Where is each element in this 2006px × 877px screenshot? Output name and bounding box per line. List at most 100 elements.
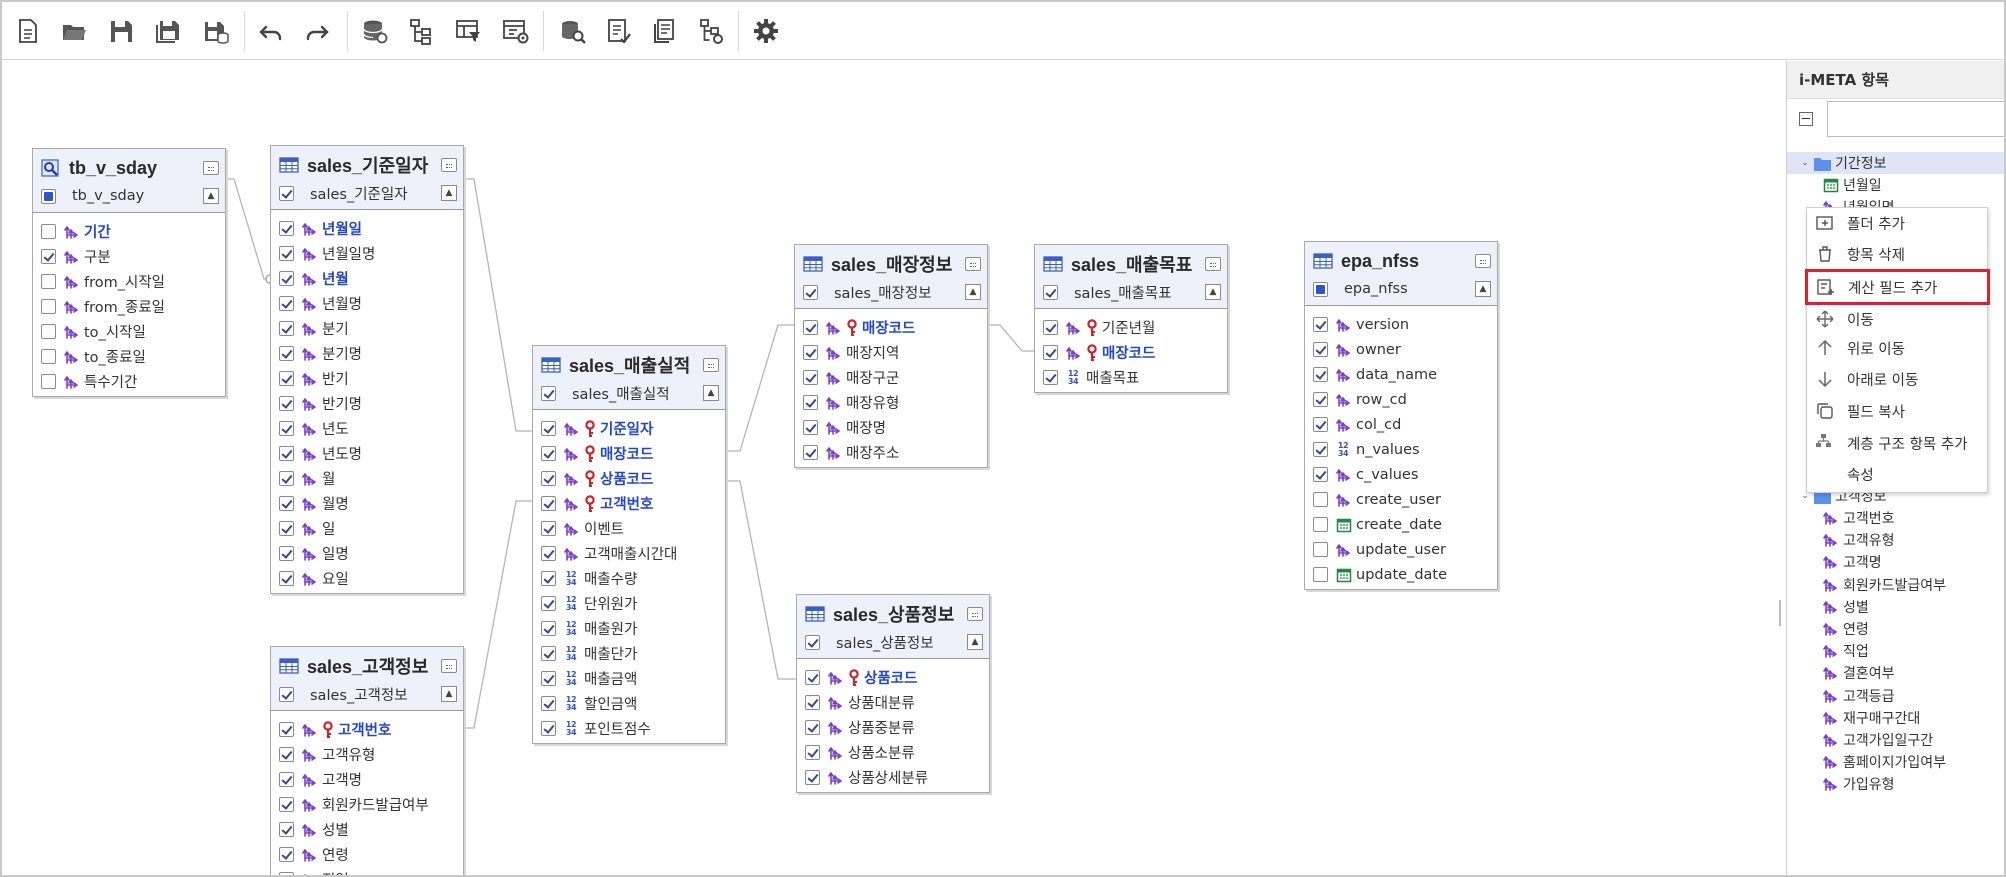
field-checkbox[interactable] xyxy=(41,349,56,364)
field-row[interactable]: 고객매출시간대 xyxy=(533,541,725,566)
field-checkbox[interactable] xyxy=(279,847,294,862)
field-row[interactable]: from_시작일 xyxy=(33,269,225,294)
tree-item[interactable]: 홈페이지가입여부 xyxy=(1787,751,2004,773)
field-checkbox[interactable] xyxy=(279,246,294,261)
field-checkbox[interactable] xyxy=(279,797,294,812)
save-button[interactable] xyxy=(103,13,139,49)
tree-item[interactable]: 결혼여부 xyxy=(1787,662,2004,684)
field-checkbox[interactable] xyxy=(1313,492,1328,507)
field-checkbox[interactable] xyxy=(279,747,294,762)
minimize-table-button[interactable] xyxy=(965,257,981,271)
field-row[interactable]: 기간 xyxy=(33,219,225,244)
report-button[interactable] xyxy=(601,13,637,49)
field-row[interactable]: update_user xyxy=(1305,537,1497,562)
field-checkbox[interactable] xyxy=(1313,317,1328,332)
undo-button[interactable] xyxy=(253,13,289,49)
table-select-checkbox[interactable] xyxy=(541,385,556,401)
field-checkbox[interactable] xyxy=(1313,342,1328,357)
save-all-button[interactable] xyxy=(197,13,233,49)
field-checkbox[interactable] xyxy=(541,696,556,711)
context-item-arrow-down[interactable]: 아래로 이동 xyxy=(1807,364,1989,394)
field-checkbox[interactable] xyxy=(1043,370,1058,385)
field-checkbox[interactable] xyxy=(541,721,556,736)
field-checkbox[interactable] xyxy=(803,445,818,460)
field-row[interactable]: create_user xyxy=(1305,487,1497,512)
field-row[interactable]: 직업 xyxy=(271,867,463,875)
field-checkbox[interactable] xyxy=(279,546,294,561)
field-checkbox[interactable] xyxy=(805,670,820,685)
field-checkbox[interactable] xyxy=(279,271,294,286)
field-checkbox[interactable] xyxy=(279,772,294,787)
field-checkbox[interactable] xyxy=(279,321,294,336)
field-row[interactable]: 고객명 xyxy=(271,767,463,792)
database-link-button[interactable] xyxy=(356,13,392,49)
collapse-fields-button[interactable]: ▲ xyxy=(703,385,719,401)
field-row[interactable]: 상품코드 xyxy=(797,665,989,690)
panel-search-input[interactable] xyxy=(1827,101,2004,137)
field-row[interactable]: 일 xyxy=(271,516,463,541)
table-select-checkbox[interactable] xyxy=(1043,284,1058,300)
field-checkbox[interactable] xyxy=(41,249,56,264)
field-checkbox[interactable] xyxy=(541,471,556,486)
context-item-copy[interactable]: 필드 복사 xyxy=(1807,396,1989,426)
field-checkbox[interactable] xyxy=(41,374,56,389)
field-checkbox[interactable] xyxy=(279,346,294,361)
field-row[interactable]: 매장구군 xyxy=(795,365,987,390)
field-checkbox[interactable] xyxy=(805,695,820,710)
field-row[interactable]: 매장명 xyxy=(795,415,987,440)
context-item-folder-add[interactable]: 폴더 추가 xyxy=(1807,208,1989,238)
field-checkbox[interactable] xyxy=(803,370,818,385)
field-checkbox[interactable] xyxy=(1313,392,1328,407)
field-checkbox[interactable] xyxy=(803,320,818,335)
field-checkbox[interactable] xyxy=(279,822,294,837)
context-item-calc-field[interactable]: 계산 필드 추가 xyxy=(1805,269,1990,305)
field-row[interactable]: 구분 xyxy=(33,244,225,269)
field-row[interactable]: 년월명 xyxy=(271,291,463,316)
field-row[interactable]: 상품코드 xyxy=(533,466,725,491)
field-row[interactable]: 반기 xyxy=(271,366,463,391)
field-checkbox[interactable] xyxy=(541,496,556,511)
field-checkbox[interactable] xyxy=(279,496,294,511)
context-item-arrow-up[interactable]: 위로 이동 xyxy=(1807,333,1989,363)
new-document-button[interactable] xyxy=(10,13,46,49)
field-checkbox[interactable] xyxy=(1043,320,1058,335)
tree-item[interactable]: 회원카드발급여부 xyxy=(1787,574,2004,596)
field-checkbox[interactable] xyxy=(279,371,294,386)
field-row[interactable]: update_date xyxy=(1305,562,1497,587)
field-row[interactable]: 기준일자 xyxy=(533,416,725,441)
tree-item[interactable]: 고객명 xyxy=(1787,551,2004,573)
field-row[interactable]: version xyxy=(1305,312,1497,337)
field-row[interactable]: 회원카드발급여부 xyxy=(271,792,463,817)
tree-item[interactable]: 고객등급 xyxy=(1787,685,2004,707)
table-select-checkbox[interactable] xyxy=(279,185,294,201)
field-checkbox[interactable] xyxy=(41,224,56,239)
field-row[interactable]: 년월일명 xyxy=(271,241,463,266)
collapse-all-icon[interactable] xyxy=(1799,112,1813,126)
field-checkbox[interactable] xyxy=(1313,367,1328,382)
tree-item[interactable]: 년월일 xyxy=(1787,174,2004,196)
db-search-button[interactable] xyxy=(554,13,590,49)
field-row[interactable]: 성별 xyxy=(271,817,463,842)
field-row[interactable]: 반기명 xyxy=(271,391,463,416)
field-row[interactable]: create_date xyxy=(1305,512,1497,537)
field-row[interactable]: 상품대분류 xyxy=(797,690,989,715)
hierarchy-button[interactable] xyxy=(403,13,439,49)
tree-folder[interactable]: ⌄기간정보 xyxy=(1787,152,2004,175)
field-checkbox[interactable] xyxy=(541,546,556,561)
field-checkbox[interactable] xyxy=(803,345,818,360)
field-checkbox[interactable] xyxy=(279,471,294,486)
field-checkbox[interactable] xyxy=(279,396,294,411)
field-row[interactable]: 매장지역 xyxy=(795,340,987,365)
field-checkbox[interactable] xyxy=(541,671,556,686)
